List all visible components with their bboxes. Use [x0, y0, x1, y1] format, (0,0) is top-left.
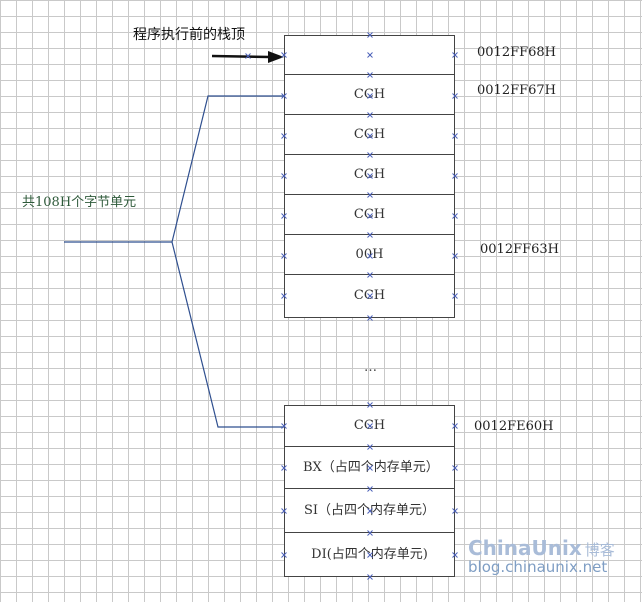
stack-cell: CCH	[284, 155, 455, 195]
total-bytes-label: 共108H个字节单元	[22, 195, 137, 210]
stack-cell-top	[284, 35, 455, 75]
stack-top-arrow-shaft	[211, 54, 271, 59]
stack-cell: CCH	[284, 75, 455, 115]
bracket-upper-line	[64, 95, 284, 243]
watermark-url: blog.chinaunix.net	[468, 558, 608, 576]
stack-cell: 00H	[284, 235, 455, 275]
stack-cell: CCH	[284, 115, 455, 155]
address-label: 0012FE60H	[474, 419, 554, 434]
register-di-cell: DI(占四个内存单元)	[284, 533, 455, 577]
watermark-brand: ChinaUnix	[468, 536, 582, 560]
stack-cell: CCH	[284, 275, 455, 318]
stack-cell: CCH	[284, 405, 455, 447]
register-si-cell: SI（占四个内存单元）	[284, 489, 455, 533]
ellipsis: …	[364, 360, 377, 375]
watermark-suffix: 博客	[584, 541, 615, 559]
address-label: 0012FF63H	[480, 242, 560, 257]
bracket-lower-line	[171, 241, 284, 428]
stack-top-arrow-head	[268, 51, 284, 63]
address-label: 0012FF68H	[477, 45, 557, 60]
address-label: 0012FF67H	[477, 83, 557, 98]
stack-top-label: 程序执行前的栈顶	[133, 27, 245, 43]
stack-cell: CCH	[284, 195, 455, 235]
register-bx-cell: BX（占四个内存单元）	[284, 447, 455, 489]
